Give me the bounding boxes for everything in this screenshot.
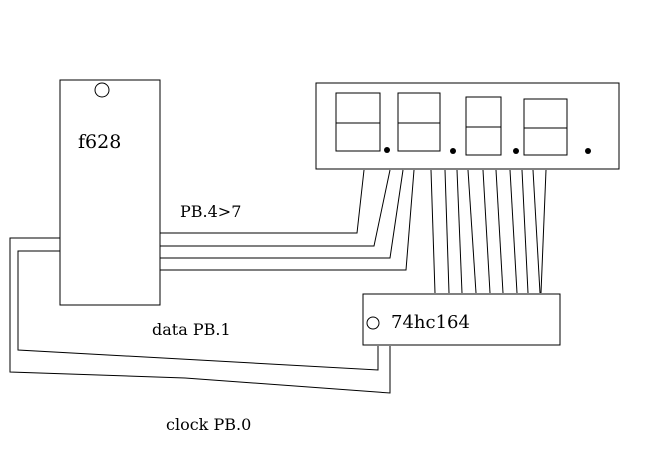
digit-4	[523, 98, 568, 156]
mcu-chip: f628	[59, 79, 161, 306]
wire-pb7	[160, 169, 415, 271]
digit-select-wires	[160, 169, 415, 271]
mcu-label: f628	[78, 131, 121, 153]
pin1-notch-icon	[94, 82, 110, 98]
segment-wires	[430, 169, 547, 294]
pin1-notch-icon	[366, 316, 380, 330]
clock-label: clock PB.0	[166, 415, 251, 434]
decimal-point-1	[384, 147, 390, 153]
mcu-body	[59, 79, 161, 306]
wire-pb4	[160, 169, 365, 234]
shift-register-chip: 74hc164	[362, 293, 561, 346]
wire-pb5	[160, 169, 391, 247]
digit-1	[335, 92, 381, 152]
wire-pb6	[160, 169, 404, 259]
data-wire	[9, 237, 391, 394]
decimal-point-4	[585, 148, 591, 154]
decimal-point-3	[513, 148, 519, 154]
digit-2	[397, 92, 441, 152]
display-body	[315, 82, 620, 170]
clock-wire	[17, 250, 379, 371]
shift-register-body	[362, 293, 561, 346]
data-label: data PB.1	[152, 320, 231, 339]
shift-register-label: 74hc164	[391, 312, 470, 333]
digit-3	[465, 96, 502, 156]
seven-segment-display	[315, 82, 620, 170]
digit-select-label: PB.4>7	[180, 202, 241, 221]
decimal-point-2	[450, 148, 456, 154]
